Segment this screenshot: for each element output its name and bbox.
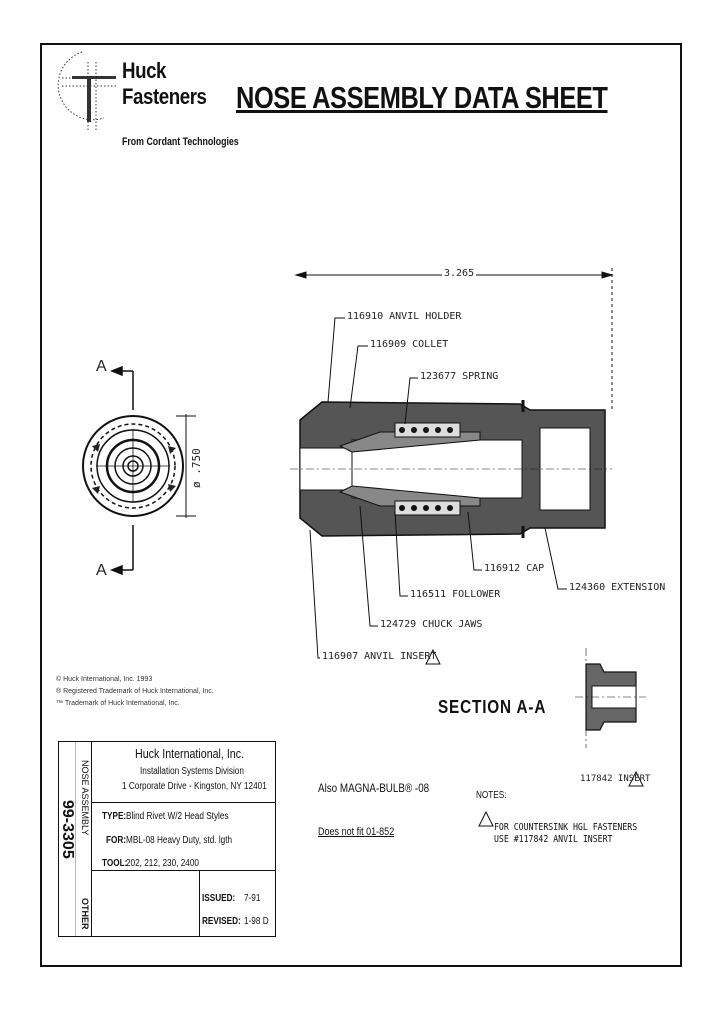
end-view-hatch [92,444,176,494]
trademark-line-2: ® Registered Trademark of Huck Internati… [56,688,214,695]
trademark-line-3: ™ Trademark of Huck International, Inc. [56,700,180,707]
warning-icon [425,648,644,827]
callout-extension: 124360 EXTENSION [569,582,666,593]
tool-label: TOOL: [102,858,128,869]
issued-value: 7-91 [244,893,261,904]
notes-label: NOTES: [476,790,507,801]
tool-value: 202, 212, 230, 2400 [126,858,199,869]
side-other: OTHER [80,898,90,930]
logo-subtitle: From Cordant Technologies [122,136,239,148]
tb-divider [91,802,275,803]
also-note: Also MAGNA-BULB® -08 [318,781,430,795]
overall-length-label: 3.265 [442,268,477,279]
page-title: NOSE ASSEMBLY DATA SHEET [236,80,608,115]
tb-divider [199,870,200,936]
for-label: FOR: [106,835,127,846]
section-mark-top: A [96,358,107,375]
callout-collet: 116909 COLLET [370,339,449,350]
section-mark-bottom: A [96,562,107,579]
side-title: NOSE ASSEMBLY [80,760,90,836]
callout-leaders [309,317,567,659]
revised-label: REVISED: [202,916,241,927]
tb-divider [91,870,275,871]
diameter-dimension [176,414,196,518]
logo-line-1: Huck [122,58,167,83]
division-name: Installation Systems Division [140,766,244,777]
logo-wordmark: Huck Fasteners [122,58,207,110]
drawing-sheet-border [40,43,682,967]
callout-anvil-holder: 116910 ANVIL HOLDER [347,311,462,322]
for-value: MBL-08 Heavy Duty, std. lgth [126,835,233,846]
title-block [58,741,276,937]
tb-divider [75,742,76,936]
note-1-line-2: USE #117842 ANVIL INSERT [494,834,613,845]
section-label: SECTION A-A [438,697,547,717]
does-not-fit-note: Does not fit 01-852 [318,826,395,838]
insert-detail [575,648,646,748]
section-assembly [290,400,612,538]
logo-line-2: Fasteners [122,84,207,109]
overall-dimension [294,268,614,410]
section-arrows [109,365,134,576]
callout-insert-alt: 117842 INSERT [580,774,651,784]
tb-divider [91,742,92,936]
issued-label: ISSUED: [202,893,236,904]
type-label: TYPE: [102,811,127,822]
callout-anvil-insert: 116907 ANVIL INSERT [322,651,437,662]
note-1-line-1: FOR COUNTERSINK HGL FASTENERS [494,822,638,833]
diameter-label: ø .750 [190,448,203,488]
end-view [82,415,184,517]
revised-value: 1-98 D [244,916,269,927]
callout-follower: 116511 FOLLOWER [410,589,501,600]
trademark-line-1: © Huck International, Inc. 1993 [56,676,153,683]
callout-cap: 116912 CAP [484,563,545,574]
callout-spring: 123677 SPRING [420,371,499,382]
doc-number: 99-3305 [59,800,76,859]
company-address: 1 Corporate Drive - Kingston, NY 12401 [122,781,267,792]
type-value: Blind Rivet W/2 Head Styles [126,811,229,822]
company-name: Huck International, Inc. [135,746,245,761]
callout-chuck-jaws: 124729 CHUCK JAWS [380,619,483,630]
